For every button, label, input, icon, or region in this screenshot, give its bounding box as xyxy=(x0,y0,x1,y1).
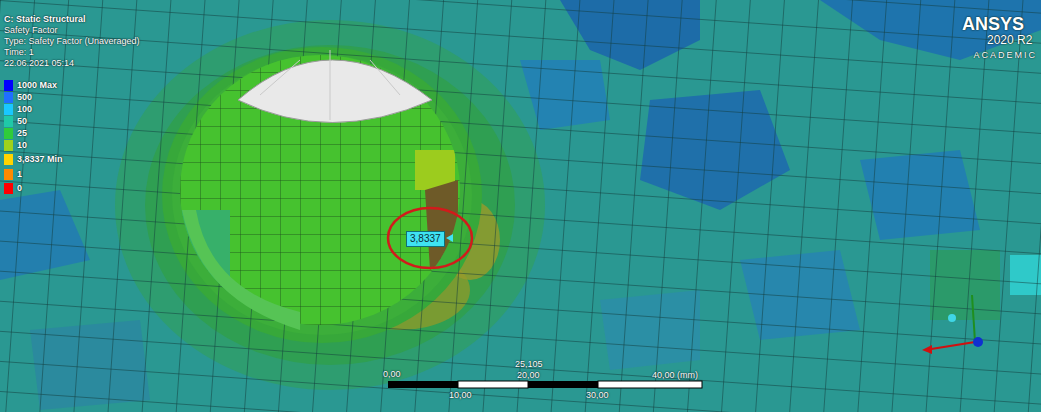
scale-value: 40,00 (mm) xyxy=(652,370,698,381)
scale-value: 0,00 xyxy=(383,369,401,380)
probe-value: 3,8337 xyxy=(407,232,444,246)
legend-label: 50 xyxy=(17,116,27,127)
legend-swatch xyxy=(4,104,13,115)
legend-label: 1000 Max xyxy=(17,80,57,91)
legend-swatch xyxy=(4,154,13,165)
legend-swatch xyxy=(4,140,13,151)
legend-label: 25 xyxy=(17,128,27,139)
legend-label: 100 xyxy=(17,104,32,115)
legend-swatch xyxy=(4,92,13,103)
result-name: Safety Factor xyxy=(4,25,58,36)
version-label: 2020 R2 xyxy=(987,33,1032,47)
legend-label: 10 xyxy=(17,140,27,151)
legend-swatch xyxy=(4,169,13,180)
probe-label: 3,8337 xyxy=(406,231,445,247)
result-type: Type: Safety Factor (Unaveraged) xyxy=(4,36,140,47)
analysis-title: C: Static Structural xyxy=(4,14,86,25)
legend-label: 3,8337 Min xyxy=(17,154,63,165)
scale-value: 10,00 xyxy=(449,390,472,401)
date-label: 22.06.2021 05:14 xyxy=(4,58,74,69)
legend-label: 0 xyxy=(17,183,22,194)
legend-swatch xyxy=(4,116,13,127)
legend-label: 1 xyxy=(17,169,22,180)
legend-swatch xyxy=(4,80,13,91)
license-label: ACADEMIC xyxy=(973,50,1037,61)
scale-value: 25,105 xyxy=(515,359,543,370)
legend-swatch xyxy=(4,183,13,194)
legend-swatch xyxy=(4,128,13,139)
brand-logo: ANSYS xyxy=(962,14,1024,34)
scale-value: 20,00 xyxy=(517,370,540,381)
scale-value: 30,00 xyxy=(586,390,609,401)
legend-label: 500 xyxy=(17,92,32,103)
time-label: Time: 1 xyxy=(4,47,34,58)
